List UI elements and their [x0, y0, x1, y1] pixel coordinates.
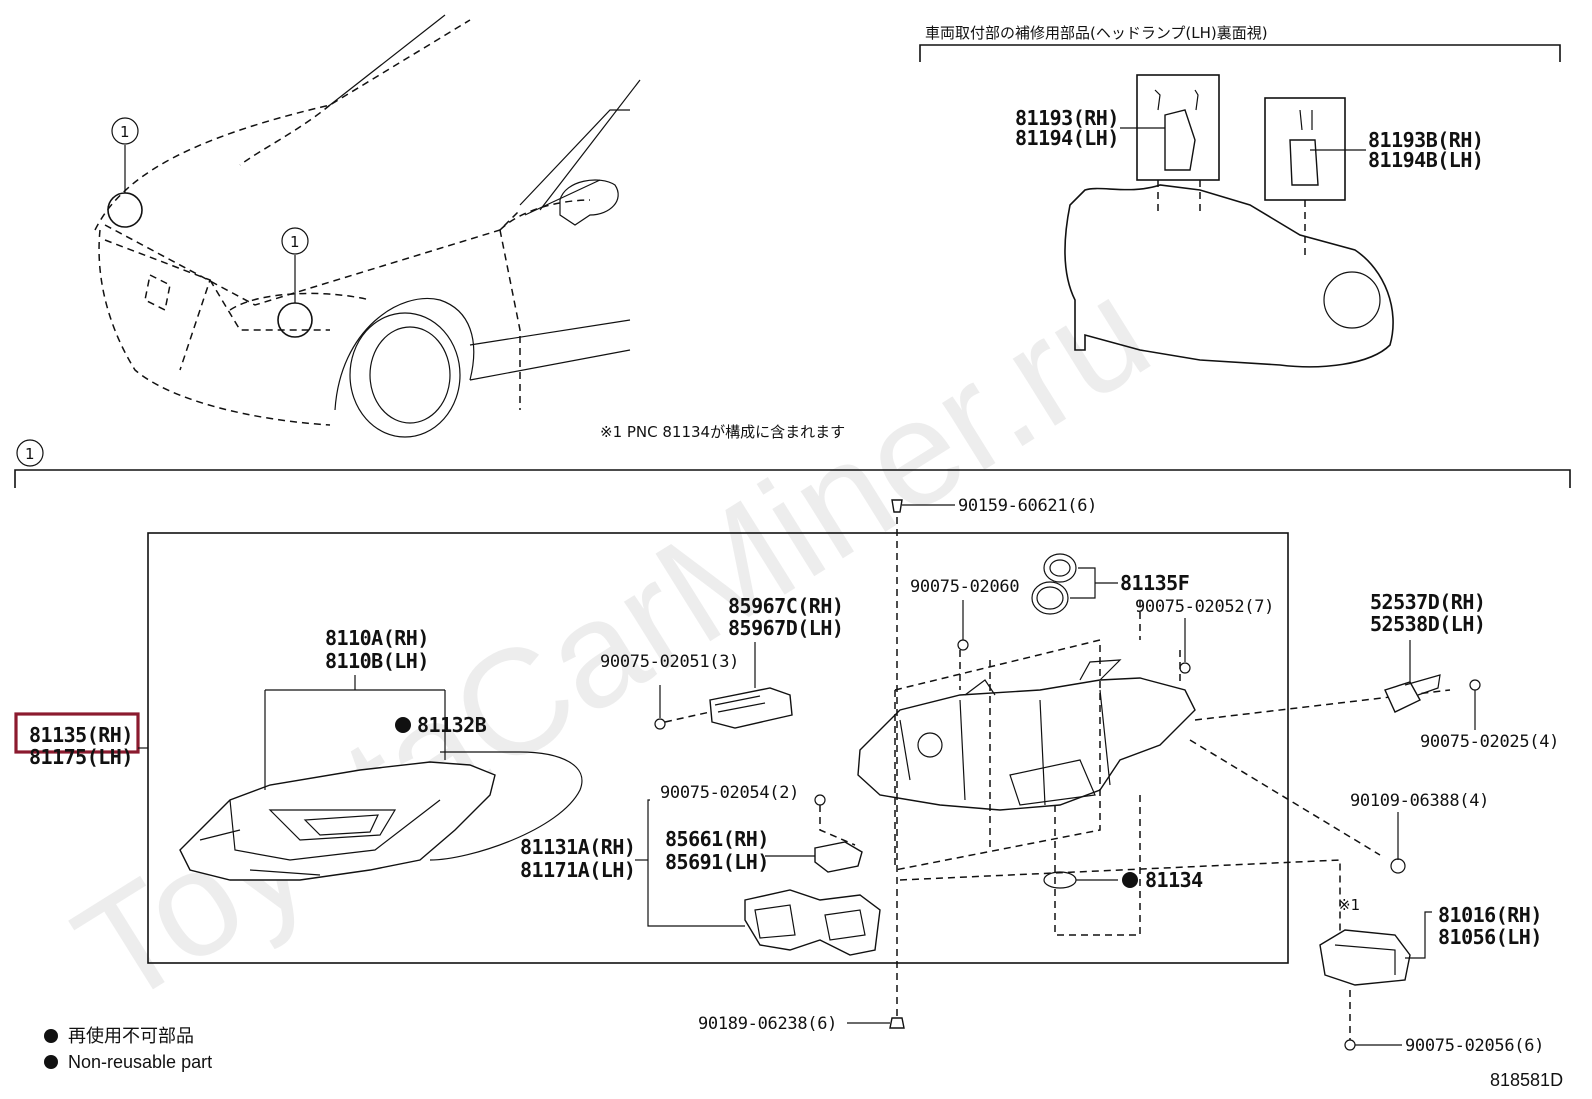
rear-view-note: 車両取付部の補修用部品(ヘッドランプ(LH)裏面視) [925, 24, 1268, 42]
legend-dot [44, 1029, 58, 1043]
part-number-label: 85967D(LH) [728, 616, 843, 640]
part-number-label: 90189-06238(6) [698, 1014, 837, 1034]
ecu-module-drawing [654, 642, 793, 730]
part-number-label: 81056(LH) [1438, 925, 1542, 949]
legend: 再使用不可部品 Non-reusable part [44, 1026, 212, 1072]
highlighted-part-rh[interactable]: 81135(RH) [29, 723, 133, 747]
watermark: ToyotaCarMiner.ru [48, 245, 1176, 1037]
ballast-drawing [1319, 929, 1411, 1040]
gasket-drawing [1043, 871, 1077, 889]
part-number-label: 90075-02025(4) [1420, 732, 1559, 752]
part-number-label: 90075-02056(6) [1405, 1036, 1544, 1056]
headlamp-assembly-drawing [179, 675, 583, 881]
part-number-label: 81194(LH) [1015, 126, 1119, 150]
part-number-label: 8110A(RH) [325, 626, 429, 650]
part-number-label: 85661(RH) [665, 827, 769, 851]
part-number-label: 8110B(LH) [325, 649, 429, 673]
headlamp-callout-circle [277, 302, 313, 338]
callout-number: 1 [120, 123, 130, 141]
actuator-drawing [1384, 640, 1481, 730]
car-front-sketch: 1 1 [94, 14, 641, 438]
highlighted-part-frame[interactable] [14, 712, 140, 754]
legend-en: Non-reusable part [68, 1052, 212, 1072]
legend-jp: 再使用不可部品 [68, 1026, 194, 1046]
headlamp-callout-circle [107, 192, 143, 228]
section-bracket [14, 469, 1571, 488]
seal-rings-drawing [1031, 553, 1118, 615]
part-number-label: 52537D(RH) [1370, 590, 1485, 614]
figure-id: 818581D [1490, 1070, 1563, 1090]
section-marker: 1 [25, 445, 35, 463]
part-number-label: 81171A(LH) [520, 858, 635, 882]
part-number-label: 90109-06388(4) [1350, 791, 1489, 811]
part-number-label: 81131A(RH) [520, 835, 635, 859]
non-reusable-dot [1122, 872, 1138, 888]
part-number-label: 81132B [417, 713, 487, 737]
part-number-label: 90075-02052(7) [1135, 597, 1274, 617]
bracket-drawing [744, 889, 881, 956]
part-number-label: 81135F [1120, 571, 1189, 595]
part-number-label: 52538D(LH) [1370, 612, 1485, 636]
part-number-label: 85691(LH) [665, 850, 769, 874]
part-number-label: 90075-02051(3) [600, 652, 739, 672]
part-number-label: 81193B(RH) [1368, 128, 1483, 152]
headlamp-housing-drawing [857, 600, 1451, 950]
non-reusable-dot [395, 717, 411, 733]
rear-view-panel: 車両取付部の補修用部品(ヘッドランプ(LH)裏面視) 81193(RH) 811… [919, 24, 1561, 368]
callout-number: 1 [290, 233, 300, 251]
highlighted-part-lh: 81175(LH) [29, 745, 133, 769]
socket-drawing [814, 841, 863, 873]
part-number-label: 81194B(LH) [1368, 148, 1483, 172]
part-number-label: 81016(RH) [1438, 903, 1542, 927]
part-number-label: 81193(RH) [1015, 106, 1119, 130]
part-number-label: 85967C(RH) [728, 594, 843, 618]
legend-dot [44, 1055, 58, 1069]
part-number-label: 81134 [1145, 868, 1203, 892]
asterisk-mark: ※1 [1338, 896, 1360, 914]
part-number-label: 90075-02054(2) [660, 783, 799, 803]
part-number-label: 90075-02060 [910, 577, 1019, 597]
part-number-label: 90159-60621(6) [958, 496, 1097, 516]
pnc-note: ※1 PNC 81134が構成に含まれます [600, 423, 845, 441]
